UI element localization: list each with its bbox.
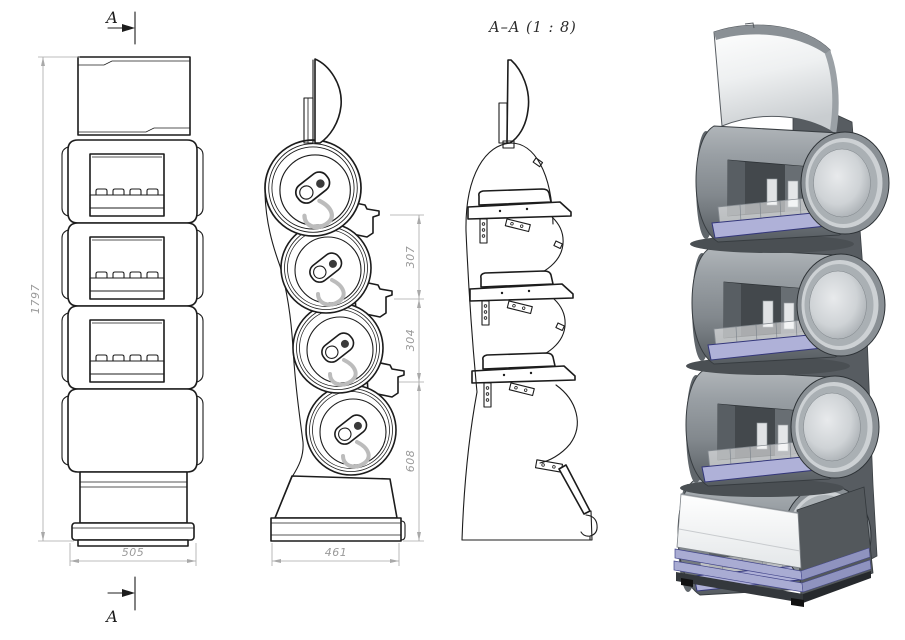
section-cut-top: A [104,8,136,45]
svg-text:461: 461 [325,546,348,559]
section-title: A–A (1 : 8) [487,20,577,36]
svg-text:307: 307 [404,246,417,269]
section-shelf-2 [469,270,574,326]
dim-overall-height: 1797 [29,56,80,542]
side-view: 307 304 608 461 [265,58,424,566]
section-arrow-icon [122,24,135,32]
side-can-top-3 [291,301,385,395]
section-cut-bottom: A [104,576,136,626]
section-base-line [461,510,593,541]
section-header-blade [498,59,530,149]
dim-lower-section: 608 [403,382,424,542]
render-can-3 [685,369,880,487]
render-3d [673,22,890,607]
svg-text:304: 304 [404,329,417,352]
front-view: A A [29,8,204,626]
section-lower-bracket [534,459,564,473]
render-base-plinth [676,572,803,603]
render-foot [681,578,693,587]
side-can-top-4 [304,383,398,477]
svg-text:608: 608 [404,450,417,473]
svg-text:1797: 1797 [29,284,42,314]
dim-shelf-pitch-1: 307 [390,214,424,300]
section-shell-arc-3 [539,384,578,464]
section-clip [532,157,544,168]
side-base-plinth [270,517,406,542]
section-left-edge [461,230,478,541]
front-header-panel [77,56,191,136]
section-cut-label-top: A [104,8,118,27]
section-cut-label-bottom: A [104,607,118,626]
section-dome [465,142,554,232]
section-clip-bottom [580,514,598,541]
section-view: A–A (1 : 8) [461,20,598,541]
render-can-1 [695,125,890,243]
dim-front-width: 505 [69,543,197,566]
section-brace [558,464,591,515]
side-can-top-1 [265,140,361,236]
front-can-module-4 [61,388,204,473]
side-can-top-2 [279,221,373,315]
side-base-pedestal [274,475,398,519]
dim-shelf-pitch-2: 304 [399,299,424,383]
section-shelf-3 [471,352,576,408]
render-base [673,486,874,607]
front-shelf-tray-1 [89,153,165,217]
section-arrow-icon [122,589,135,597]
render-foot [791,598,804,607]
render-can-2 [691,247,886,365]
front-base-plinth [71,522,195,547]
dim-side-base-width: 461 [271,543,400,566]
front-shelf-tray-2 [89,236,165,300]
section-shelf-1 [467,188,572,244]
front-shelf-tray-3 [89,319,165,383]
render-header-panel [713,22,839,135]
front-base-pedestal [79,471,188,524]
svg-text:505: 505 [122,546,145,559]
side-header-blade [303,58,342,144]
